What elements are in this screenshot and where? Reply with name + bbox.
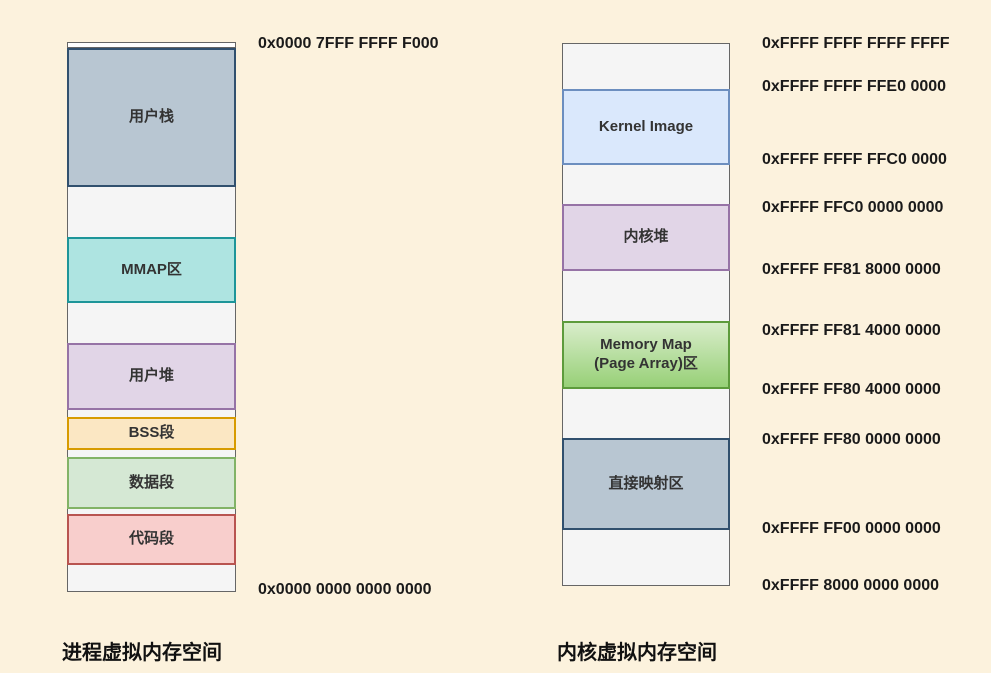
address-label: 0xFFFF FF80 4000 0000 xyxy=(762,381,941,398)
mmap-region: MMAP区 xyxy=(67,237,236,303)
address-label: 0xFFFF FFFF FFE0 0000 xyxy=(762,78,947,95)
address-label: 0xFFFF FFC0 0000 0000 xyxy=(762,199,944,216)
top-guard-strip xyxy=(67,42,236,48)
address-label: 0xFFFF FF80 0000 0000 xyxy=(762,431,941,448)
segment-label: 代码段 xyxy=(128,530,174,548)
segment-label: 内核堆 xyxy=(623,228,669,246)
kernel-heap: 内核堆 xyxy=(562,204,730,271)
process-diagram-caption: 进程虚拟内存空间 xyxy=(62,642,222,664)
kernel-image: Kernel Image xyxy=(562,89,730,165)
segment-label: 数据段 xyxy=(128,473,174,491)
segment-label: MMAP区 xyxy=(121,260,182,278)
address-label: 0xFFFF FFFF FFFF FFFF xyxy=(762,35,950,52)
process-memory-column: 用户栈 MMAP区用户堆 BSS段数据段代码段 xyxy=(67,42,236,592)
segment-label: 用户栈 xyxy=(128,108,174,126)
memory-map-region: Memory Map (Page Array)区 xyxy=(562,321,730,389)
bss-segment: BSS段 xyxy=(67,417,236,450)
segment-label: 用户堆 xyxy=(128,367,174,385)
address-label: 0xFFFF FF81 4000 0000 xyxy=(762,322,941,339)
direct-mapping-region: 直接映射区 xyxy=(562,438,730,530)
data-segment: 数据段 xyxy=(67,457,236,509)
kernel-diagram-caption: 内核虚拟内存空间 xyxy=(557,642,717,664)
address-label: 0xFFFF FF00 0000 0000 xyxy=(762,520,941,537)
segment-label: BSS段 xyxy=(128,424,175,442)
address-label: 0x0000 0000 0000 0000 xyxy=(258,581,432,598)
segment-label: Kernel Image xyxy=(598,117,694,135)
address-label: 0xFFFF FFFF FFC0 0000 xyxy=(762,151,947,168)
address-label: 0x0000 7FFF FFFF F000 xyxy=(258,35,439,52)
segment-label: 直接映射区 xyxy=(608,474,684,492)
user-stack: 用户栈 xyxy=(67,48,236,187)
user-heap: 用户堆 xyxy=(67,343,236,410)
segment-label: Memory Map (Page Array)区 xyxy=(594,336,698,372)
address-label: 0xFFFF FF81 8000 0000 xyxy=(762,261,941,278)
code-segment: 代码段 xyxy=(67,514,236,565)
kernel-memory-column: Kernel Image 内核堆 Memory Map (Page Array)区直… xyxy=(562,43,730,586)
address-label: 0xFFFF 8000 0000 0000 xyxy=(762,577,940,594)
